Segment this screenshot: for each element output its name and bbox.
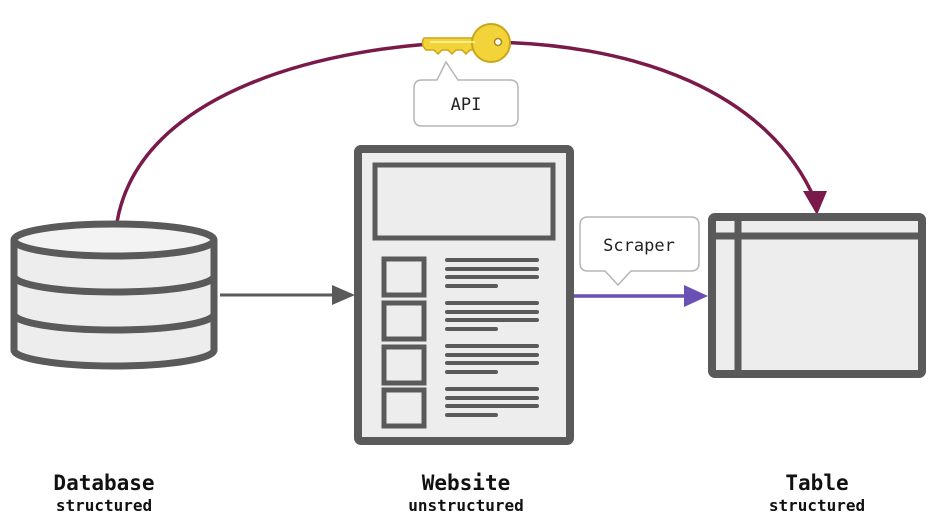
key-icon bbox=[421, 23, 511, 63]
api-label: API bbox=[451, 95, 482, 115]
website-caption: Website unstructured bbox=[346, 470, 586, 516]
scraper-arrowhead bbox=[684, 285, 708, 307]
table-title: Table bbox=[785, 471, 849, 495]
table-grid-icon bbox=[708, 213, 926, 378]
database-subtitle: structured bbox=[55, 496, 153, 515]
api-arrowhead bbox=[803, 191, 827, 215]
website-title: Website bbox=[421, 471, 511, 495]
database-caption: Database structured bbox=[0, 470, 224, 516]
scraper-label: Scraper bbox=[603, 236, 675, 256]
database-title: Database bbox=[53, 471, 155, 495]
database-cylinder-icon bbox=[10, 220, 218, 370]
table-caption: Table structured bbox=[697, 470, 935, 516]
publish-arrowhead bbox=[332, 285, 355, 305]
table-subtitle: structured bbox=[768, 496, 866, 515]
api-callout: API bbox=[413, 60, 519, 127]
scraper-callout: Scraper bbox=[579, 216, 700, 287]
webpage-document-icon bbox=[354, 145, 574, 445]
website-subtitle: unstructured bbox=[408, 496, 524, 515]
